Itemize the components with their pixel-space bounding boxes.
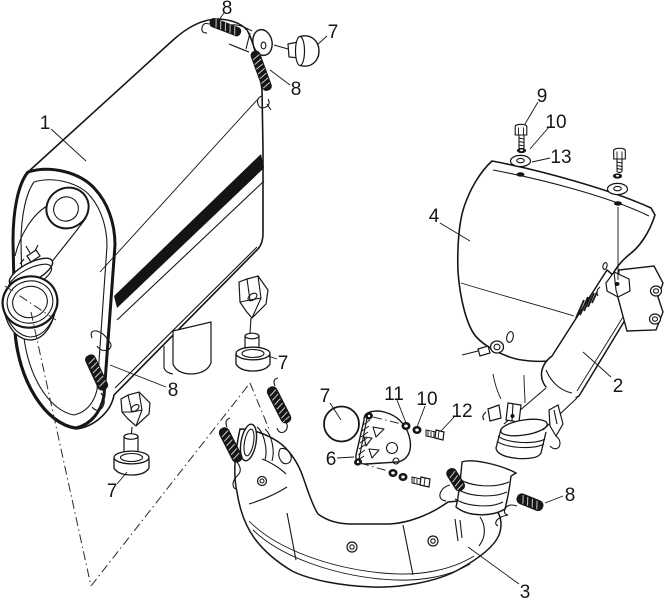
svg-text:7: 7: [328, 22, 339, 43]
svg-text:7: 7: [320, 386, 331, 407]
svg-text:10: 10: [545, 112, 566, 133]
svg-text:6: 6: [326, 449, 337, 470]
svg-text:4: 4: [429, 206, 440, 227]
svg-text:9: 9: [537, 86, 548, 107]
svg-text:12: 12: [451, 401, 472, 422]
svg-text:7: 7: [278, 353, 289, 374]
svg-text:8: 8: [222, 0, 233, 19]
svg-text:1: 1: [40, 113, 51, 134]
svg-text:8: 8: [291, 79, 302, 100]
svg-text:8: 8: [565, 485, 576, 506]
svg-text:13: 13: [550, 147, 571, 168]
svg-text:10: 10: [416, 389, 437, 410]
svg-text:2: 2: [613, 376, 624, 397]
svg-text:11: 11: [384, 384, 404, 405]
svg-text:3: 3: [520, 582, 531, 600]
svg-text:8: 8: [168, 380, 179, 401]
svg-text:7: 7: [107, 481, 118, 502]
